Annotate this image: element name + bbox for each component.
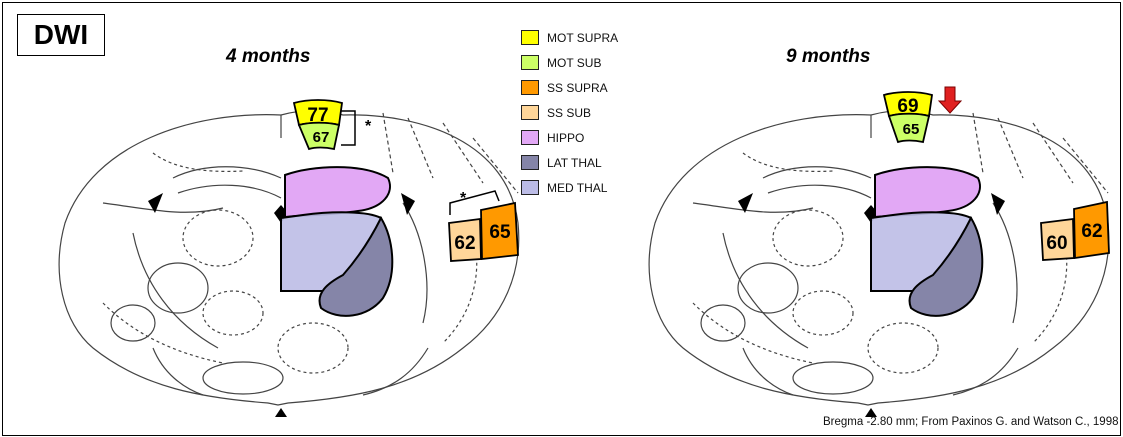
legend-label: HIPPO <box>547 131 584 145</box>
legend-item-mot-sub: MOT SUB <box>521 50 618 75</box>
legend-swatch <box>521 105 539 120</box>
legend-item-ss-sub: SS SUB <box>521 100 618 125</box>
ss-sub-value-9m: 60 <box>1046 233 1067 254</box>
legend-label: SS SUB <box>547 106 591 120</box>
legend-label: SS SUPRA <box>547 81 608 95</box>
decrease-arrow-icon <box>939 87 961 113</box>
mot-supra-value-9m: 69 <box>897 96 918 117</box>
legend-swatch <box>521 155 539 170</box>
legend-item-mot-supra: MOT SUPRA <box>521 25 618 50</box>
legend-label: LAT THAL <box>547 156 602 170</box>
ss-supra-value-9m: 62 <box>1081 221 1102 242</box>
legend-swatch <box>521 55 539 70</box>
legend-swatch <box>521 30 539 45</box>
legend: MOT SUPRA MOT SUB SS SUPRA SS SUB HIPPO … <box>521 25 618 200</box>
legend-label: MED THAL <box>547 181 607 195</box>
hippo-region <box>875 167 980 217</box>
legend-swatch <box>521 180 539 195</box>
legend-swatch <box>521 80 539 95</box>
legend-label: MOT SUB <box>547 56 601 70</box>
legend-item-med-thal: MED THAL <box>521 175 618 200</box>
legend-swatch <box>521 130 539 145</box>
mot-sub-value-9m: 65 <box>903 121 920 138</box>
legend-item-ss-supra: SS SUPRA <box>521 75 618 100</box>
legend-item-hippo: HIPPO <box>521 125 618 150</box>
legend-label: MOT SUPRA <box>547 31 618 45</box>
legend-item-lat-thal: LAT THAL <box>521 150 618 175</box>
source-caption: Bregma -2.80 mm; From Paxinos G. and Wat… <box>823 416 1119 428</box>
